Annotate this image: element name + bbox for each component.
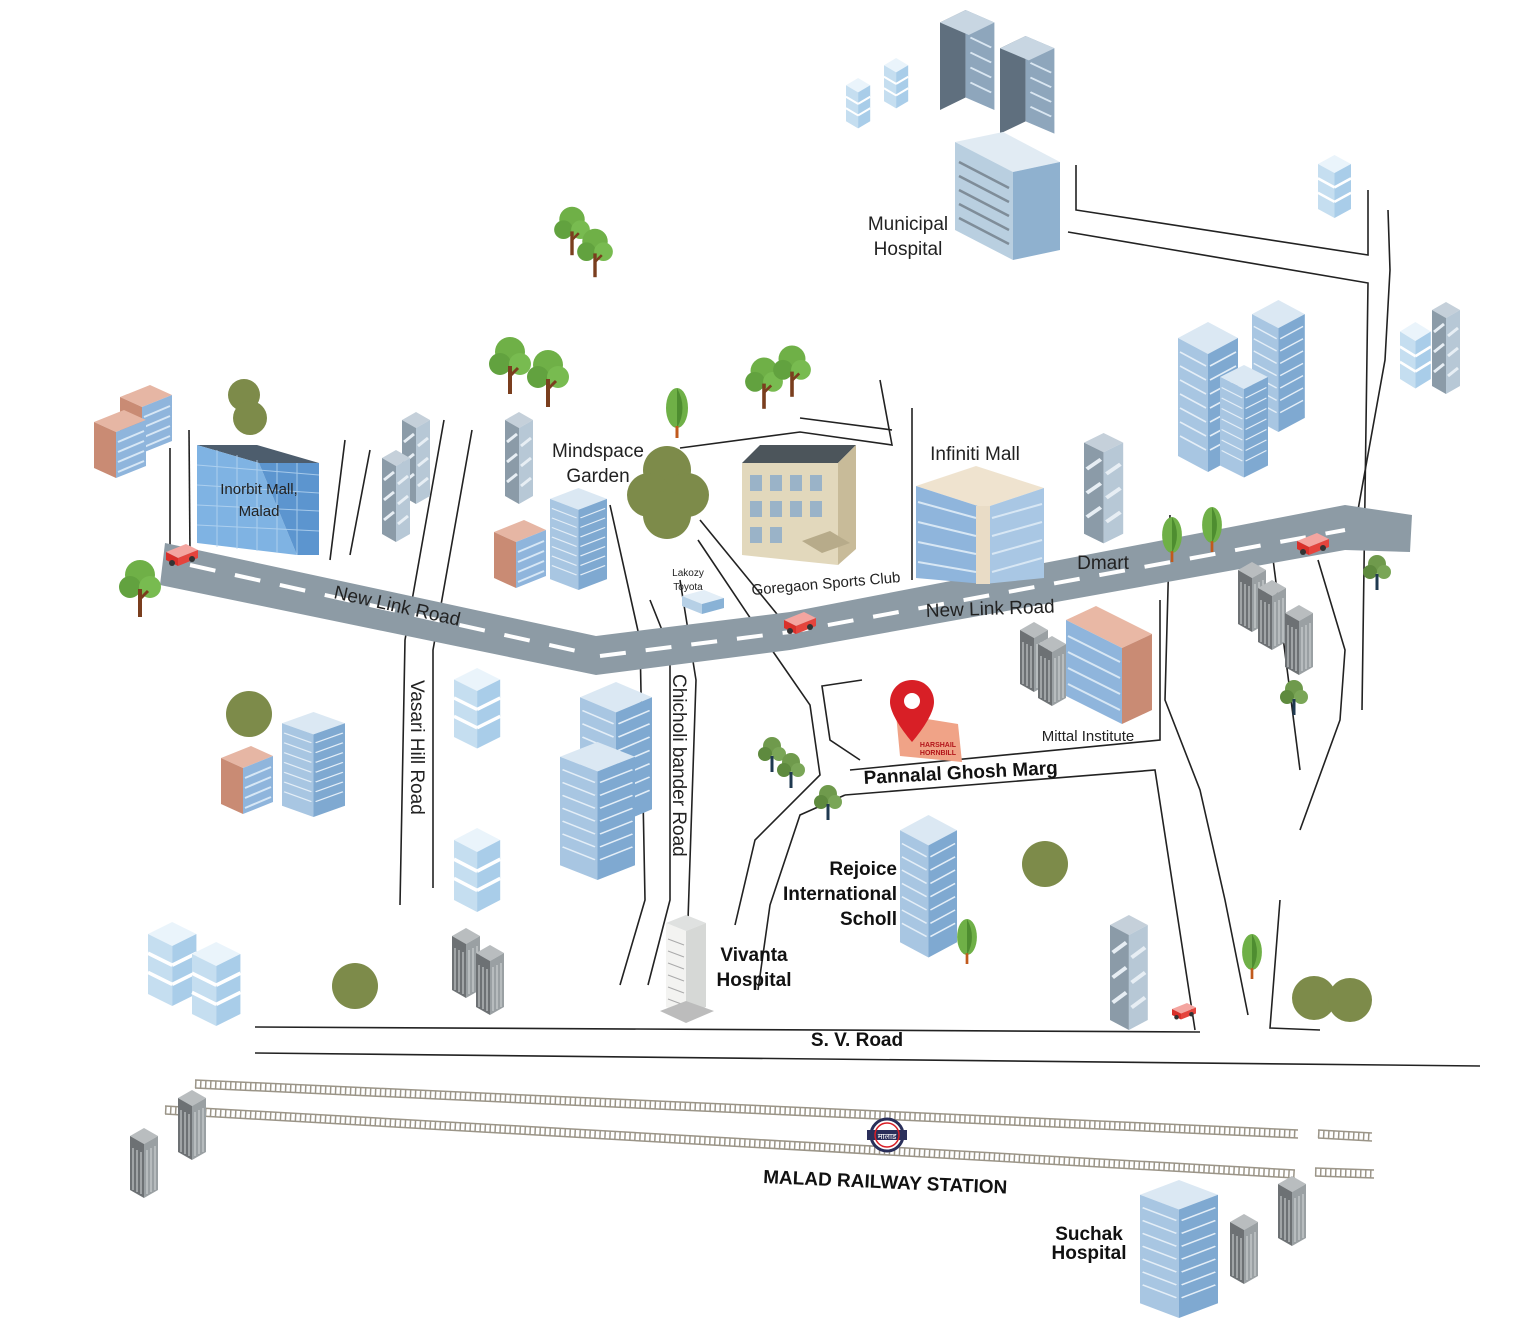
goregaon-sports-club-building <box>742 445 856 565</box>
chicholi-bander-road-label: Chicholi bander Road <box>668 674 689 857</box>
municipal-hospital-label: Municipal <box>868 214 948 235</box>
mindspace-garden-label-2: Garden <box>566 466 629 487</box>
mittal-institute-label: Mittal Institute <box>1042 728 1135 745</box>
suchak-hospital-label: Suchak <box>1055 1224 1123 1245</box>
pannalal-ghosh-marg-label: Pannalal Ghosh Marg <box>863 758 1058 789</box>
green-areas <box>226 379 1372 1022</box>
goregaon-sports-club-label: Goregaon Sports Club <box>751 569 901 599</box>
lakozy-toyota-label: Lakozy <box>672 568 704 579</box>
municipal-hospital-building <box>955 132 1060 260</box>
street-lines <box>169 165 1481 1067</box>
infiniti-mall-building <box>916 466 1044 584</box>
railway-tracks <box>164 1079 1375 1179</box>
infiniti-mall-label: Infiniti Mall <box>930 444 1020 465</box>
project-location-marker[interactable]: HARSHAIL HORNBILL <box>890 680 962 762</box>
buildings <box>93 8 1462 1320</box>
new-link-road-east-label: New Link Road <box>925 597 1054 622</box>
lakozy-toyota-building <box>682 590 724 614</box>
inorbit-mall-building <box>196 445 320 555</box>
sv-road-label: S. V. Road <box>811 1030 903 1051</box>
svg-text:मालाड: मालाड <box>878 1132 897 1141</box>
lakozy-toyota-label-2: Toyota <box>673 582 703 593</box>
mittal-institute-building <box>1066 606 1152 724</box>
rejoice-school-label-3: Scholl <box>840 909 897 930</box>
municipal-hospital-label-2: Hospital <box>874 239 943 260</box>
vivanta-hospital-building <box>660 915 714 1023</box>
rejoice-school-label-2: International <box>783 884 897 905</box>
location-pin-icon <box>890 680 934 742</box>
malad-railway-station-label: MALAD RAILWAY STATION <box>763 1167 1008 1199</box>
rejoice-school-label: Rejoice <box>829 859 897 880</box>
dmart-label: Dmart <box>1077 553 1129 574</box>
vivanta-hospital-label: Vivanta <box>720 945 788 966</box>
suchak-hospital-label-2: Hospital <box>1052 1243 1127 1264</box>
vivanta-hospital-label-2: Hospital <box>717 970 792 991</box>
vasari-hill-road-label: Vasari Hill Road <box>406 680 427 815</box>
mindspace-garden-label: Mindspace <box>552 441 644 462</box>
inorbit-mall-label-2: Malad <box>239 503 280 520</box>
map-labels: Inorbit Mall, Malad New Link Road New Li… <box>220 214 1134 1264</box>
inorbit-mall-label: Inorbit Mall, <box>220 481 298 498</box>
svg-text:HARSHAIL: HARSHAIL <box>920 742 957 749</box>
svg-text:HORNBILL: HORNBILL <box>920 750 957 757</box>
railway-station-icon: मालाड <box>867 1117 907 1153</box>
